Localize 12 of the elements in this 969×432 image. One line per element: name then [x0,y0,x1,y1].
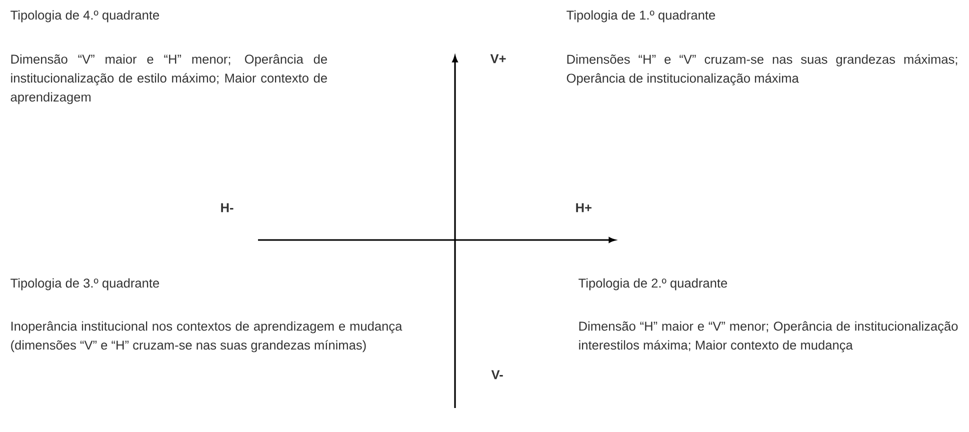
quadrant-heading: Tipologia de 2.º quadrante [578,278,728,290]
quadrant-description: Dimensões “H” e “V” cruzam-se nas suas grandezas máximas; Operância de institucionalização máxima [566,54,958,86]
quadrant-description: Inoperância institucional nos contextos de aprendizagem e mudança (dimensões “V” e “H” cruzam-se nas suas grandezas mínimas) [11,321,402,352]
axis-label: H+ [576,203,592,212]
axis-label: H- [221,203,234,212]
quadrant-description: Dimensão “V” maior e “H” menor; Operância de institucionalização de estilo máximo; Maior contexto de aprendizagem [10,54,327,104]
axis-label: V- [491,370,503,380]
quadrant-description: Dimensão “H” maior e “V” menor; Operância de institucionalização interestilos máxima; Maior contexto de mudança [579,321,958,352]
quadrant-heading: Tipologia de 4.º quadrante [10,10,160,22]
quadrant-heading: Tipologia de 3.º quadrante [10,278,160,290]
quadrant-heading: Tipologia de 1.º quadrante [566,10,716,22]
axis-label: V+ [490,54,506,64]
